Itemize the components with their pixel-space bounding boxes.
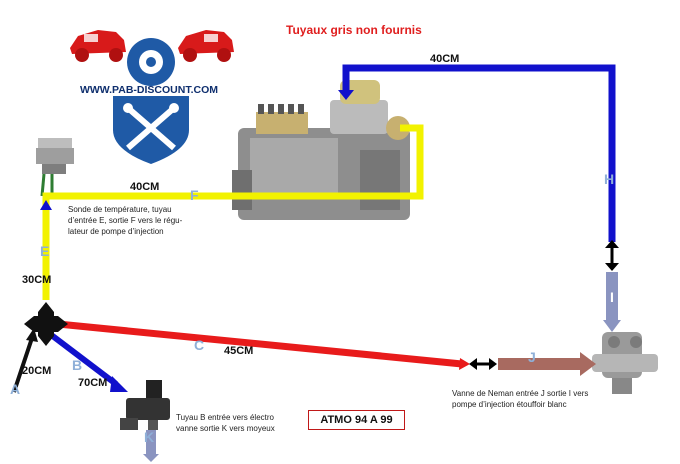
note-sensor-line-2: d’entrée E, sortie F vers le régu- bbox=[68, 216, 183, 225]
tube-b-arrow bbox=[110, 376, 128, 392]
tube-h-line bbox=[342, 64, 616, 242]
tube-c-arrow bbox=[459, 358, 470, 370]
logo-jeep-right-icon bbox=[178, 30, 234, 62]
tube-a-line bbox=[12, 337, 34, 393]
tube-h-arrow bbox=[338, 90, 354, 100]
tube-letter-f: F bbox=[190, 187, 199, 203]
tube-j-line bbox=[498, 358, 582, 370]
label-length-f: 40CM bbox=[130, 181, 160, 193]
note-valve-b-line-1: Tuyau B entrée vers électro bbox=[176, 413, 274, 422]
note-valve-b-line-2: vanne sortie K vers moyeux bbox=[176, 424, 275, 433]
tube-letter-i: I bbox=[610, 289, 614, 305]
label-length-c: 45CM bbox=[224, 345, 254, 357]
note-sensor-line-1: Sonde de température, tuyau bbox=[68, 205, 172, 214]
label-length-top: 40CM bbox=[430, 53, 460, 65]
electro-valve-icon bbox=[120, 380, 170, 430]
double-arrow-vertical-icon bbox=[605, 240, 619, 271]
tube-k-line bbox=[146, 430, 156, 456]
tube-letter-b: B bbox=[72, 357, 83, 373]
note-valve-b: Tuyau B entrée vers électro vanne sortie… bbox=[176, 412, 296, 434]
tube-letter-h: H bbox=[604, 171, 615, 187]
label-length-e: 30CM bbox=[22, 274, 52, 286]
label-length-b: 70CM bbox=[78, 377, 108, 389]
tube-letter-k: K bbox=[144, 429, 155, 445]
tube-letter-c: C bbox=[194, 337, 205, 353]
label-length-a: 20CM bbox=[22, 365, 52, 377]
double-arrow-horizontal-icon bbox=[469, 358, 497, 370]
note-neman: Vanne de Neman entrée J sortie I vers po… bbox=[452, 388, 602, 410]
logo-wheel-icon bbox=[127, 38, 175, 86]
note-neman-line-1: Vanne de Neman entrée J sortie I vers bbox=[452, 389, 589, 398]
tube-k-arrow bbox=[143, 454, 159, 462]
tube-letter-a: A bbox=[10, 381, 21, 397]
note-sensor: Sonde de température, tuyau d’entrée E, … bbox=[68, 204, 203, 237]
logo-url: WWW.PAB-DISCOUNT.COM bbox=[79, 84, 219, 96]
logo-jeep-left-icon bbox=[70, 30, 126, 62]
note-neman-line-2: pompe d’injection étouffoir blanc bbox=[452, 400, 567, 409]
model-label: ATMO 94 A 99 bbox=[308, 410, 405, 430]
tube-letter-j: J bbox=[528, 349, 536, 365]
tube-b-line bbox=[48, 331, 118, 387]
tube-e-arrow bbox=[40, 200, 52, 210]
junction-cross-icon bbox=[24, 302, 68, 346]
tube-j-arrow bbox=[580, 352, 596, 376]
tube-f-line bbox=[42, 124, 424, 202]
logo-shield-icon bbox=[113, 96, 189, 164]
tube-c-line bbox=[57, 320, 463, 368]
tube-letter-e: E bbox=[40, 243, 50, 259]
temperature-sensor-icon bbox=[36, 138, 74, 197]
tube-i-line bbox=[606, 272, 618, 322]
note-sensor-line-3: lateur de pompe d’injection bbox=[68, 227, 164, 236]
tube-i-arrow bbox=[603, 320, 621, 332]
neman-valve-icon bbox=[592, 332, 658, 394]
diagram-title: Tuyaux gris non fournis bbox=[286, 23, 422, 37]
